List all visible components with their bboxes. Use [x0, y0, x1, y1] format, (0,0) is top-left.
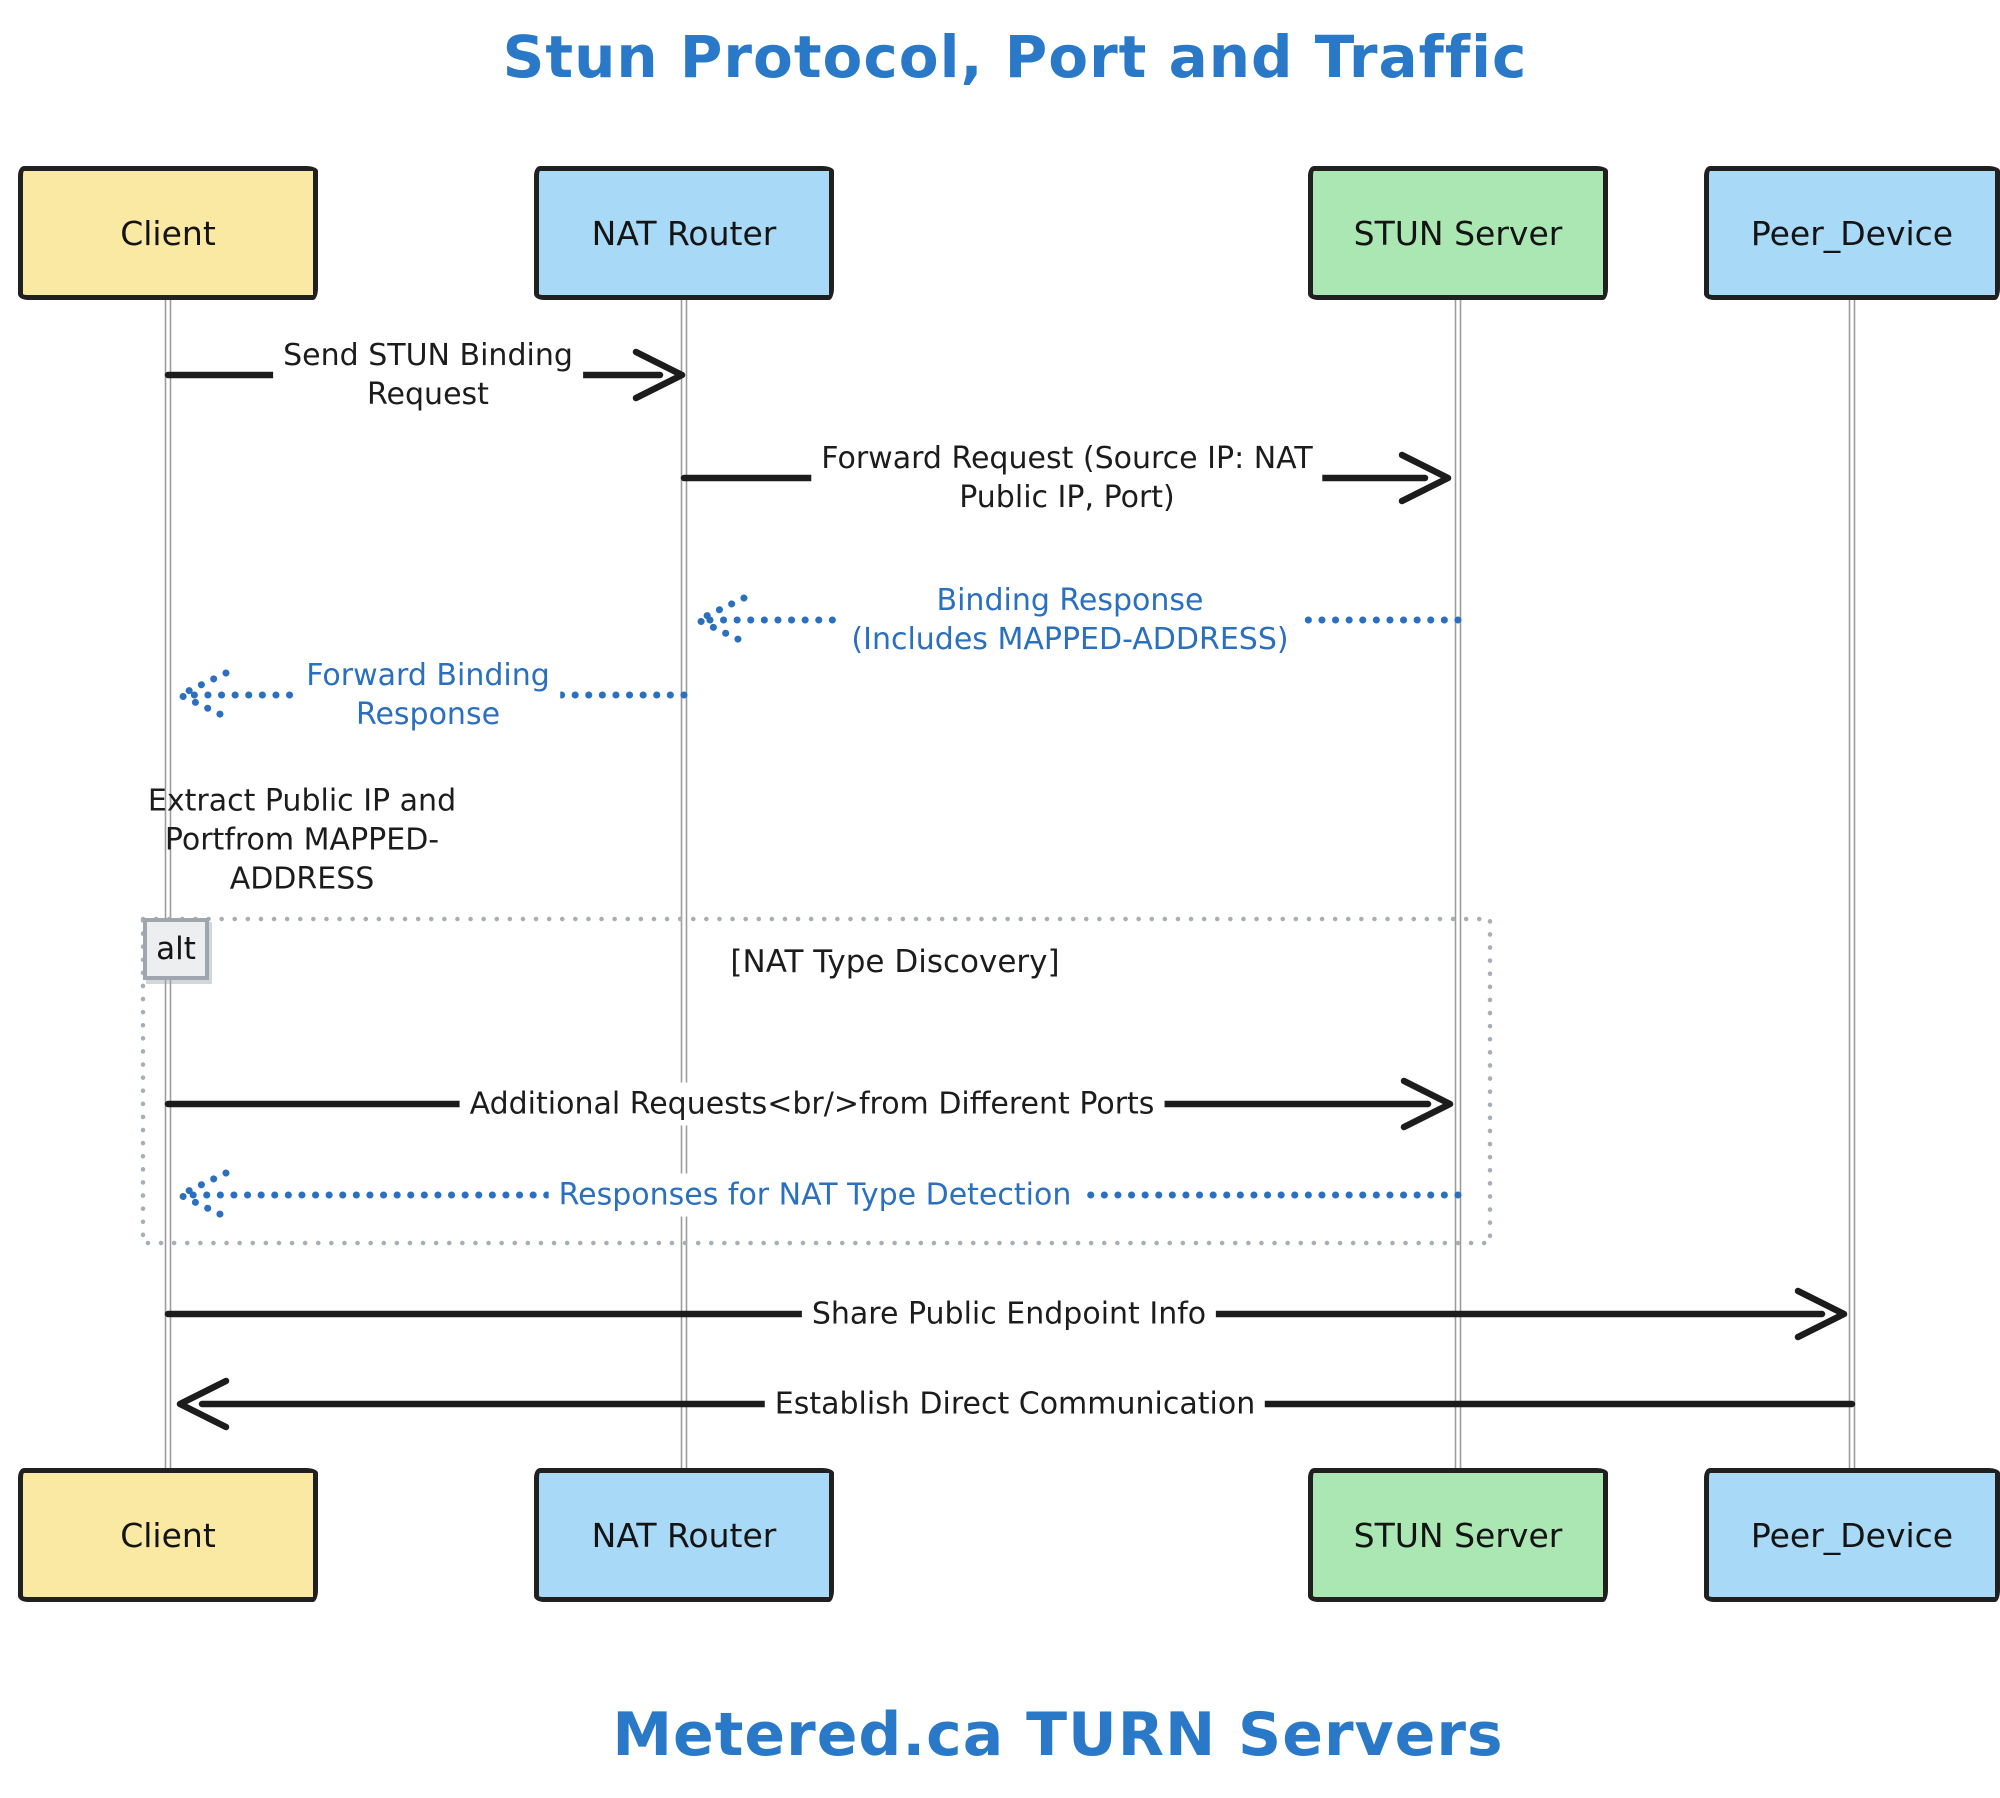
actor-stun-server-bottom: STUN Server	[1308, 1468, 1608, 1602]
actor-peer-device-label: Peer_Device	[1750, 1515, 1954, 1555]
arrowhead-left-icon	[171, 669, 230, 721]
alt-condition-label: [NAT Type Discovery]	[730, 944, 1060, 980]
actor-stun-server-label: STUN Server	[1353, 213, 1563, 253]
actor-client-bottom: Client	[18, 1468, 318, 1602]
actor-stun-server-top: STUN Server	[1308, 166, 1608, 300]
diagram-footer: Metered.ca TURN Servers	[612, 1700, 1504, 1770]
alt-frame-border	[140, 916, 1493, 1246]
actor-nat-router-label: NAT Router	[591, 213, 777, 253]
arrowhead-left-icon	[176, 1377, 230, 1431]
lifeline-client	[164, 300, 172, 1468]
actor-stun-server-label: STUN Server	[1353, 1515, 1563, 1555]
lifeline-nat-router	[680, 300, 688, 1468]
message-share-endpoint-info: Share Public Endpoint Info	[801, 1292, 1217, 1336]
message-responses-nat-detection: Responses for NAT Type Detection	[548, 1173, 1082, 1217]
actor-client-top: Client	[18, 166, 318, 300]
message-send-binding-request: Send STUN Binding Request	[273, 334, 583, 416]
actor-client-label: Client	[120, 1515, 216, 1555]
alt-frame-tag: alt	[143, 918, 209, 980]
arrowhead-right-icon	[1794, 1287, 1848, 1341]
message-additional-requests: Additional Requests<br/>from Different P…	[459, 1082, 1165, 1126]
arrowhead-right-icon	[632, 348, 686, 402]
message-establish-direct: Establish Direct Communication	[764, 1382, 1266, 1426]
actor-nat-router-top: NAT Router	[534, 166, 834, 300]
message-forward-binding-response: Forward Binding Response	[296, 654, 560, 736]
arrowhead-right-icon	[1400, 1077, 1454, 1131]
actor-peer-device-bottom: Peer_Device	[1704, 1468, 2000, 1602]
note-extract-public-ip: Extract Public IP and Portfrom MAPPED- A…	[147, 783, 457, 897]
lifeline-peer-device	[1848, 300, 1856, 1468]
actor-peer-device-label: Peer_Device	[1750, 213, 1954, 253]
lifeline-stun-server	[1454, 300, 1462, 1468]
actor-client-label: Client	[120, 213, 216, 253]
arrow-forward-binding-response	[171, 669, 688, 721]
actor-nat-router-label: NAT Router	[591, 1515, 777, 1555]
message-forward-request: Forward Request (Source IP: NAT Public I…	[811, 437, 1323, 519]
alt-tag-label: alt	[156, 931, 196, 967]
actor-nat-router-bottom: NAT Router	[534, 1468, 834, 1602]
actor-peer-device-top: Peer_Device	[1704, 166, 2000, 300]
diagram-title: Stun Protocol, Port and Traffic	[502, 23, 1528, 91]
arrowhead-left-icon	[171, 1169, 230, 1221]
arrowhead-left-icon	[689, 594, 748, 646]
arrowhead-right-icon	[1398, 451, 1452, 505]
message-binding-response: Binding Response (Includes MAPPED-ADDRES…	[841, 579, 1299, 661]
